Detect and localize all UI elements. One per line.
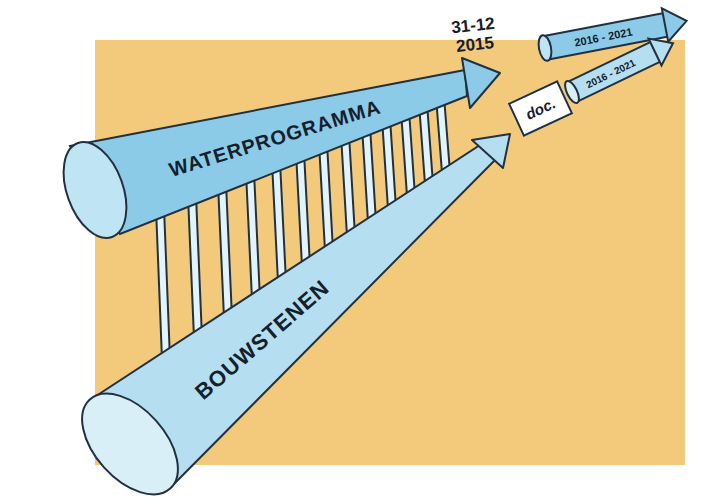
arrowhead [472, 134, 510, 168]
rung-outline [160, 208, 166, 359]
future-tube [572, 52, 655, 92]
document-label: doc. [522, 94, 557, 123]
ladder-rung [405, 111, 411, 196]
rung-outline [405, 111, 411, 196]
rung-outline [250, 172, 256, 299]
tube-label: BOUWSTENEN [190, 275, 335, 405]
tube-label: WATERPROGRAMMA [166, 95, 384, 182]
rung-outline [345, 134, 351, 235]
ladder-rung [300, 152, 306, 266]
date-label: 31-12 2015 [441, 13, 507, 57]
ladder-rung [250, 172, 256, 299]
ladder-rung [192, 195, 198, 338]
arrowhead [462, 58, 500, 108]
rung-outline [386, 118, 392, 208]
rung-outline [440, 97, 446, 173]
ladder-rung [276, 162, 282, 282]
period-tube-box: 2016 - 2021 [582, 54, 641, 93]
rung-outline [300, 152, 306, 266]
rung-outline [192, 195, 198, 338]
ladder-rung [160, 208, 166, 359]
arrowhead [662, 8, 687, 41]
tube-label: 2016 - 2021 [585, 56, 638, 90]
tube-label-box: BOUWSTENEN [184, 269, 340, 411]
water-programme-tube [70, 70, 467, 234]
document-sheet: doc. [507, 80, 572, 137]
ladder-rung [222, 183, 228, 318]
ladder-rung [440, 97, 446, 173]
rung-outline [423, 103, 429, 183]
arrowhead [649, 39, 674, 66]
rung-outline [323, 143, 329, 250]
tube-cap [64, 376, 196, 504]
ladder-rung [423, 103, 429, 183]
tube-label: 2016 - 2021 [573, 25, 633, 48]
period-tube-box: 2016 - 2021 [571, 23, 636, 51]
rung-outline [366, 126, 372, 222]
ladder-rung [323, 143, 329, 250]
rung-outline [276, 162, 282, 282]
tube-outline [572, 52, 655, 92]
rung-outline [222, 183, 228, 318]
tube-cap [537, 34, 554, 62]
tube-label-box: WATERPROGRAMMA [161, 90, 389, 187]
ladder-rung [366, 126, 372, 222]
ladder-rung [386, 118, 392, 208]
ladder-rung [345, 134, 351, 235]
tube-cap [52, 133, 139, 246]
